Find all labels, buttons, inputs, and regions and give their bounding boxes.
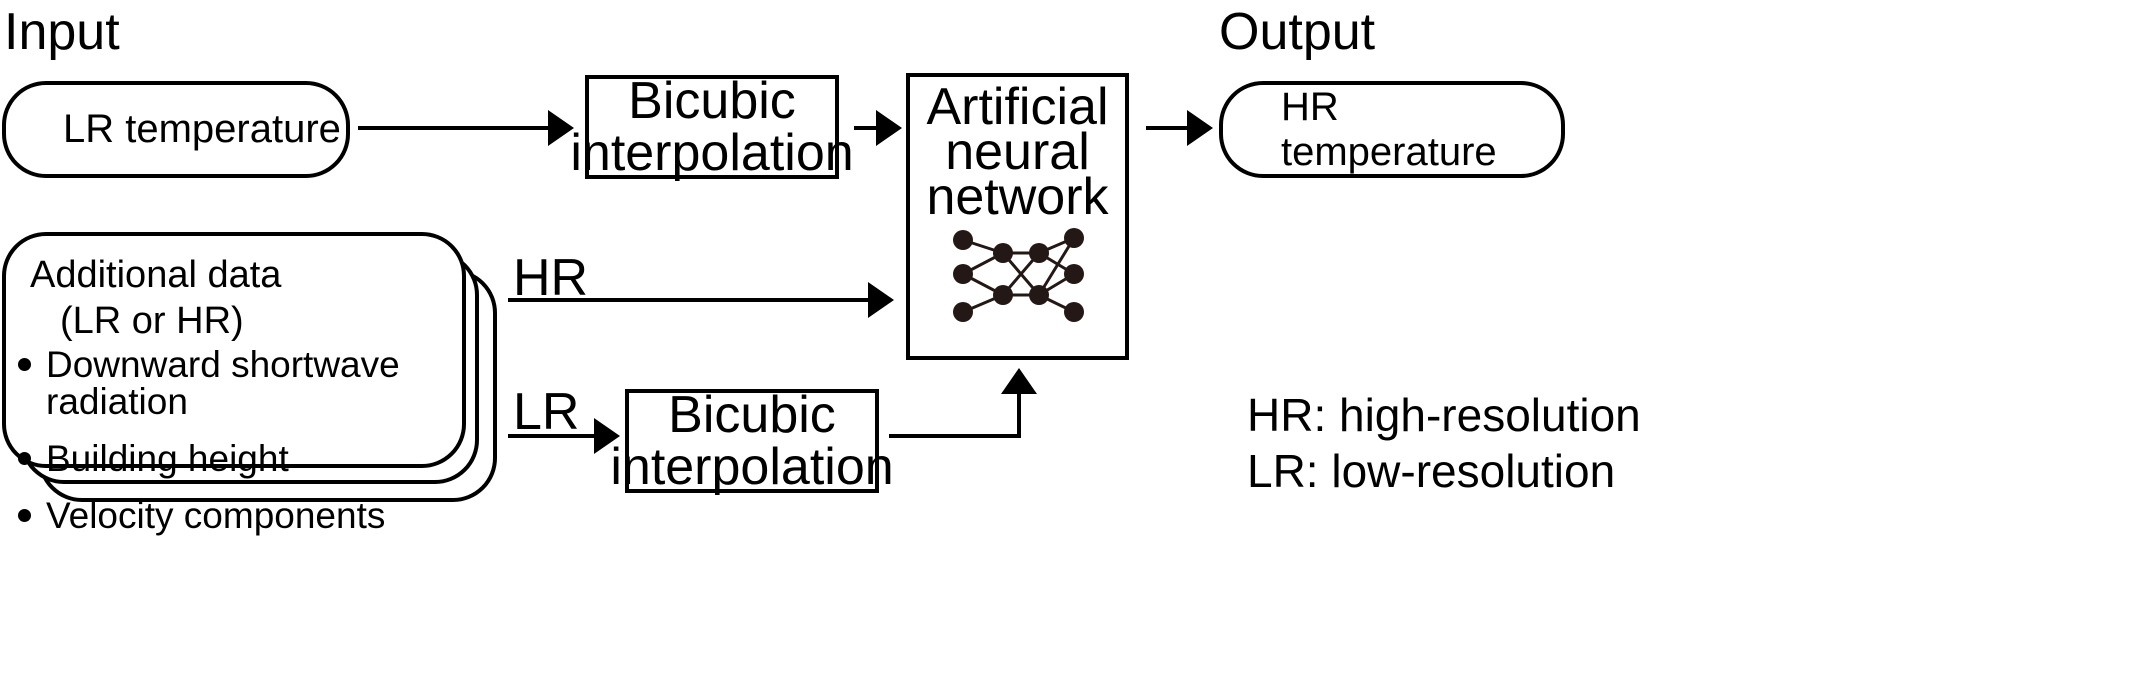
arrow-bicubic-top-to-ann bbox=[854, 110, 902, 146]
hr-temperature-label: HR temperature bbox=[1281, 84, 1497, 174]
lr-temperature-node: LR temperature bbox=[2, 81, 350, 178]
bicubic-bottom-line-1: Bicubic bbox=[668, 386, 836, 444]
bicubic-bottom-line-2: interpolation bbox=[610, 438, 894, 496]
lr-temperature-label: LR temperature bbox=[63, 107, 341, 151]
bicubic-interpolation-bottom: Bicubic interpolation bbox=[610, 389, 894, 493]
list-item: Building height bbox=[14, 440, 462, 477]
legend-hr: HR: high-resolution bbox=[1247, 389, 1641, 441]
output-heading: Output bbox=[1219, 3, 1376, 61]
artificial-neural-network-node: Artificial neural network bbox=[906, 73, 1129, 360]
arrow-hr-branch-to-ann bbox=[508, 282, 894, 318]
additional-data-title: Additional data bbox=[30, 254, 282, 296]
additional-data-list: Downward shortwave radiation Building he… bbox=[14, 346, 462, 554]
ann-line-3: network bbox=[926, 168, 1109, 226]
bicubic-top-line-1: Bicubic bbox=[628, 72, 796, 130]
arrow-lr-branch-to-bicubic-bottom bbox=[508, 418, 620, 454]
ann-line-2: neural bbox=[945, 123, 1090, 181]
additional-data-subtitle: (LR or HR) bbox=[60, 300, 244, 342]
arrow-lr-to-bicubic-top bbox=[358, 110, 574, 146]
lr-branch-label: LR bbox=[513, 383, 580, 441]
bicubic-interpolation-top: Bicubic interpolation bbox=[570, 75, 854, 179]
bicubic-top-line-2: interpolation bbox=[570, 124, 854, 182]
ann-line-1: Artificial bbox=[926, 78, 1109, 136]
input-heading: Input bbox=[4, 3, 120, 61]
list-item: Downward shortwave radiation bbox=[14, 346, 462, 420]
legend-lr: LR: low-resolution bbox=[1247, 445, 1616, 497]
list-item: Velocity components bbox=[14, 497, 462, 534]
hr-branch-label: HR bbox=[513, 249, 589, 307]
arrow-bicubic-bottom-to-ann bbox=[889, 368, 1037, 438]
hr-temperature-node: HR temperature bbox=[1219, 81, 1565, 178]
arrow-ann-to-hr-temperature bbox=[1146, 110, 1213, 146]
additional-data-card: Additional data (LR or HR) Downward shor… bbox=[2, 232, 466, 534]
neural-network-icon bbox=[953, 228, 1084, 322]
